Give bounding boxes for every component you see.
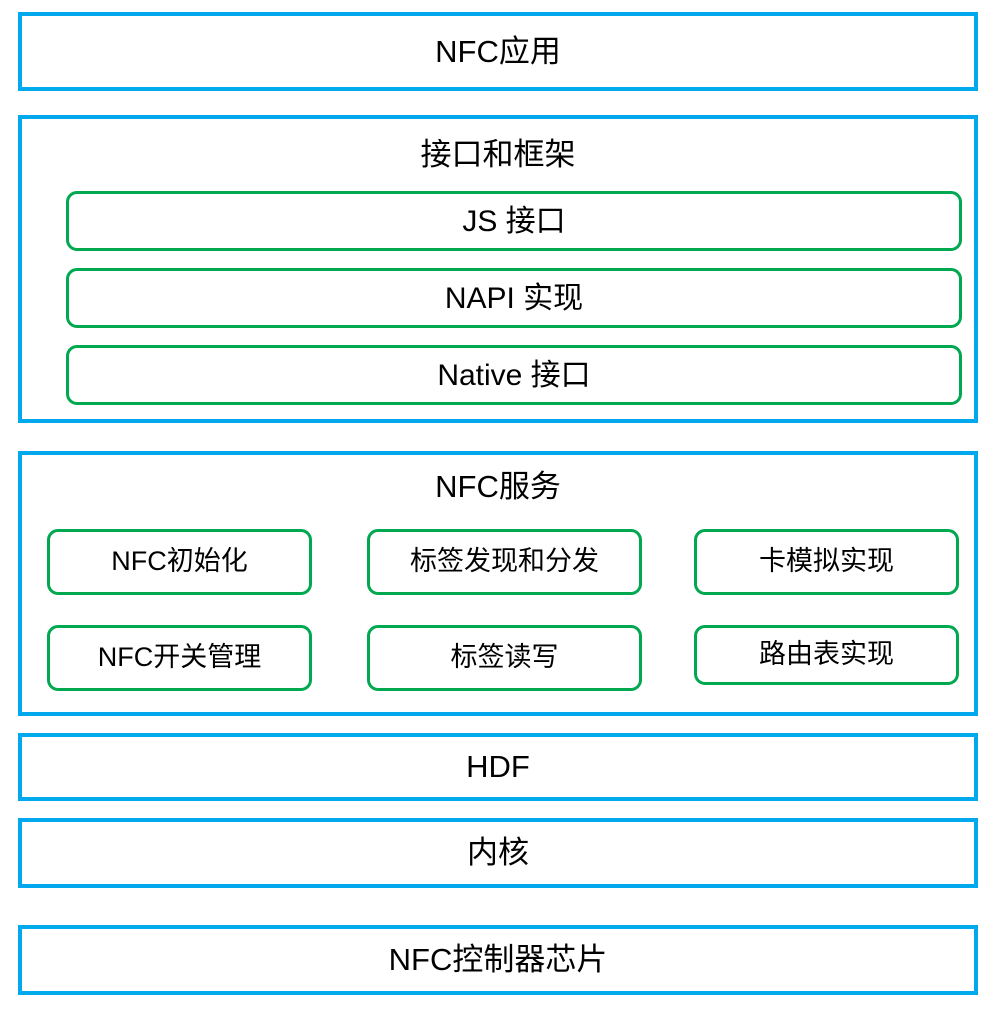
layer-title-nfc-service: NFC服务 (435, 469, 561, 504)
module-nfc-initialization: NFC初始化 (47, 529, 312, 595)
module-tag-discovery-and-dispatch: 标签发现和分发 (367, 529, 642, 595)
layer-interface-and-framework: 接口和框架 JS 接口 NAPI 实现 Native 接口 (18, 115, 978, 423)
layer-nfc-application: NFC应用 (18, 12, 978, 91)
module-js-interface: JS 接口 (66, 191, 962, 251)
layer-title-interface-and-framework: 接口和框架 (420, 137, 576, 172)
layer-nfc-controller-chip: NFC控制器芯片 (18, 925, 978, 995)
module-card-emulation-implementation: 卡模拟实现 (694, 529, 959, 595)
layer-title-nfc-application: NFC应用 (435, 33, 561, 69)
module-nfc-switch-management: NFC开关管理 (47, 625, 312, 691)
module-routing-table-implementation: 路由表实现 (694, 625, 959, 685)
module-tag-read-write: 标签读写 (367, 625, 642, 691)
layer-hdf: HDF (18, 733, 978, 801)
module-napi-implementation: NAPI 实现 (66, 268, 962, 328)
layer-title-hdf: HDF (466, 749, 530, 785)
module-native-interface: Native 接口 (66, 345, 962, 405)
layer-kernel: 内核 (18, 818, 978, 888)
layer-title-kernel: 内核 (467, 835, 529, 871)
layer-title-nfc-controller-chip: NFC控制器芯片 (388, 942, 608, 978)
layer-nfc-service: NFC服务 NFC初始化 标签发现和分发 卡模拟实现 NFC开关管理 标签读写 … (18, 451, 978, 716)
